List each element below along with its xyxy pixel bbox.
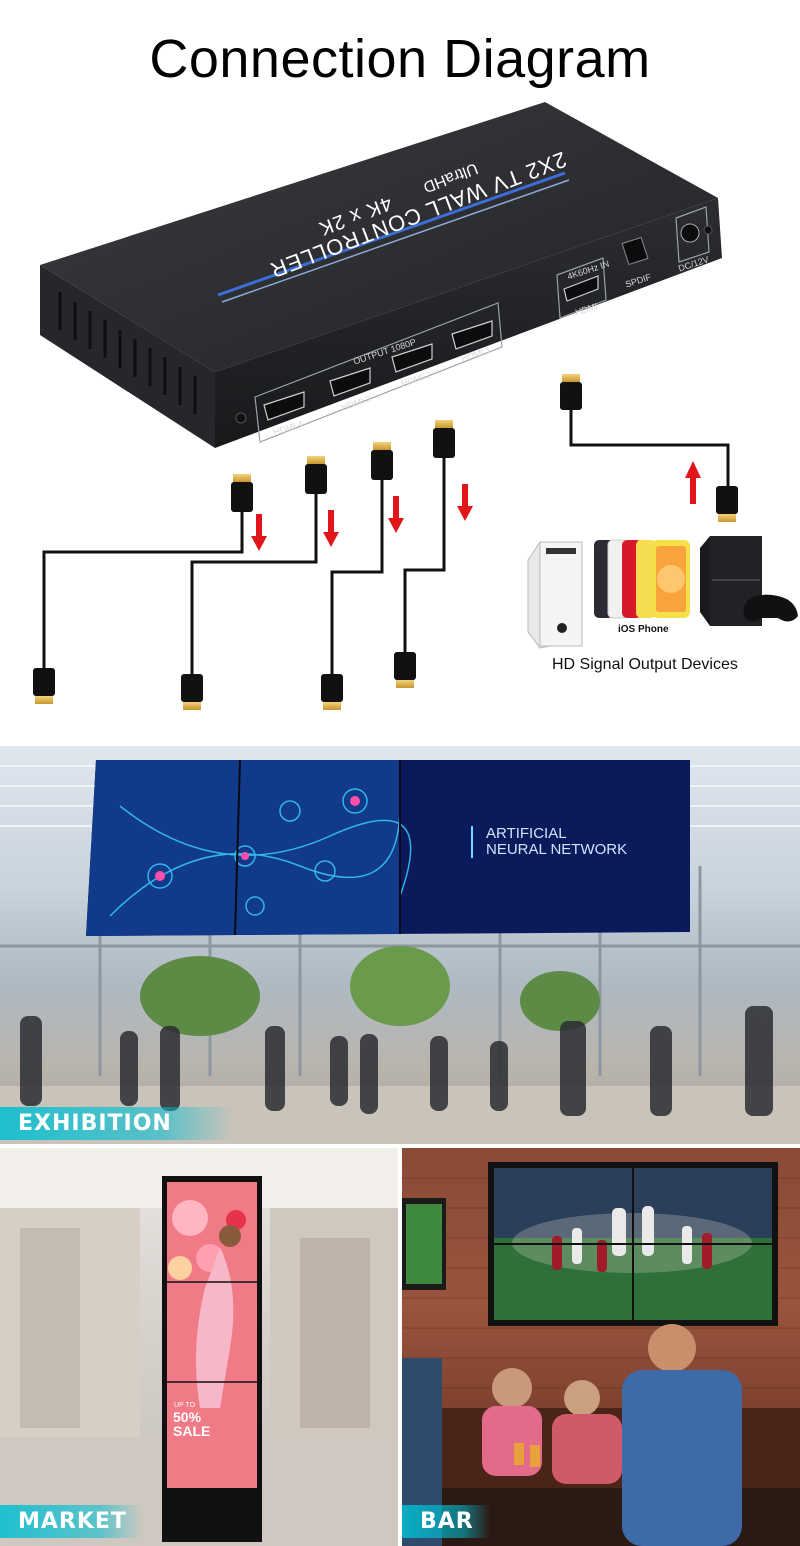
screen-text-line2: NEURAL NETWORK xyxy=(486,841,628,858)
market-scene xyxy=(0,1148,398,1546)
pc-device xyxy=(527,541,583,649)
sale-percent: 50% xyxy=(173,1409,202,1425)
bar-video-wall xyxy=(488,1162,778,1326)
diagram-drawing xyxy=(33,102,798,710)
scene-label-bar: BAR xyxy=(402,1505,490,1538)
bar-photo: BAR xyxy=(402,1148,800,1546)
scene-label-market: MARKET xyxy=(0,1505,143,1538)
exhibition-scene xyxy=(0,759,800,1144)
sale-word: SALE xyxy=(173,1423,211,1439)
exhibition-video-wall xyxy=(86,759,690,936)
source-devices xyxy=(527,536,798,649)
market-photo: UP TO 50% SALE MARKET xyxy=(0,1148,398,1546)
bar-scene xyxy=(402,1162,800,1546)
hdmi-connectors xyxy=(33,374,738,710)
connection-diagram: 2X2 TV WALL CONTROLLER 4K x 2K UltraHD O… xyxy=(0,0,800,740)
output-cables xyxy=(42,456,446,676)
ios-phone-label: iOS Phone xyxy=(618,624,669,635)
source-devices-caption: HD Signal Output Devices xyxy=(552,656,738,673)
market-kiosk-display xyxy=(162,1176,262,1542)
sale-up-to: UP TO xyxy=(174,1402,196,1409)
game-console xyxy=(700,536,798,626)
controller-device xyxy=(40,102,722,448)
signal-arrows xyxy=(251,461,701,551)
page-title: Connection Diagram xyxy=(149,29,651,89)
bar-crowd xyxy=(402,1324,742,1546)
phones xyxy=(594,539,690,619)
scene-label-exhibition: EXHIBITION xyxy=(0,1107,232,1140)
screen-text-line1: ARTIFICIAL xyxy=(486,825,567,842)
exhibition-photo: ARTIFICIAL NEURAL NETWORK EXHIBITION xyxy=(0,746,800,1144)
input-cable xyxy=(569,410,730,488)
